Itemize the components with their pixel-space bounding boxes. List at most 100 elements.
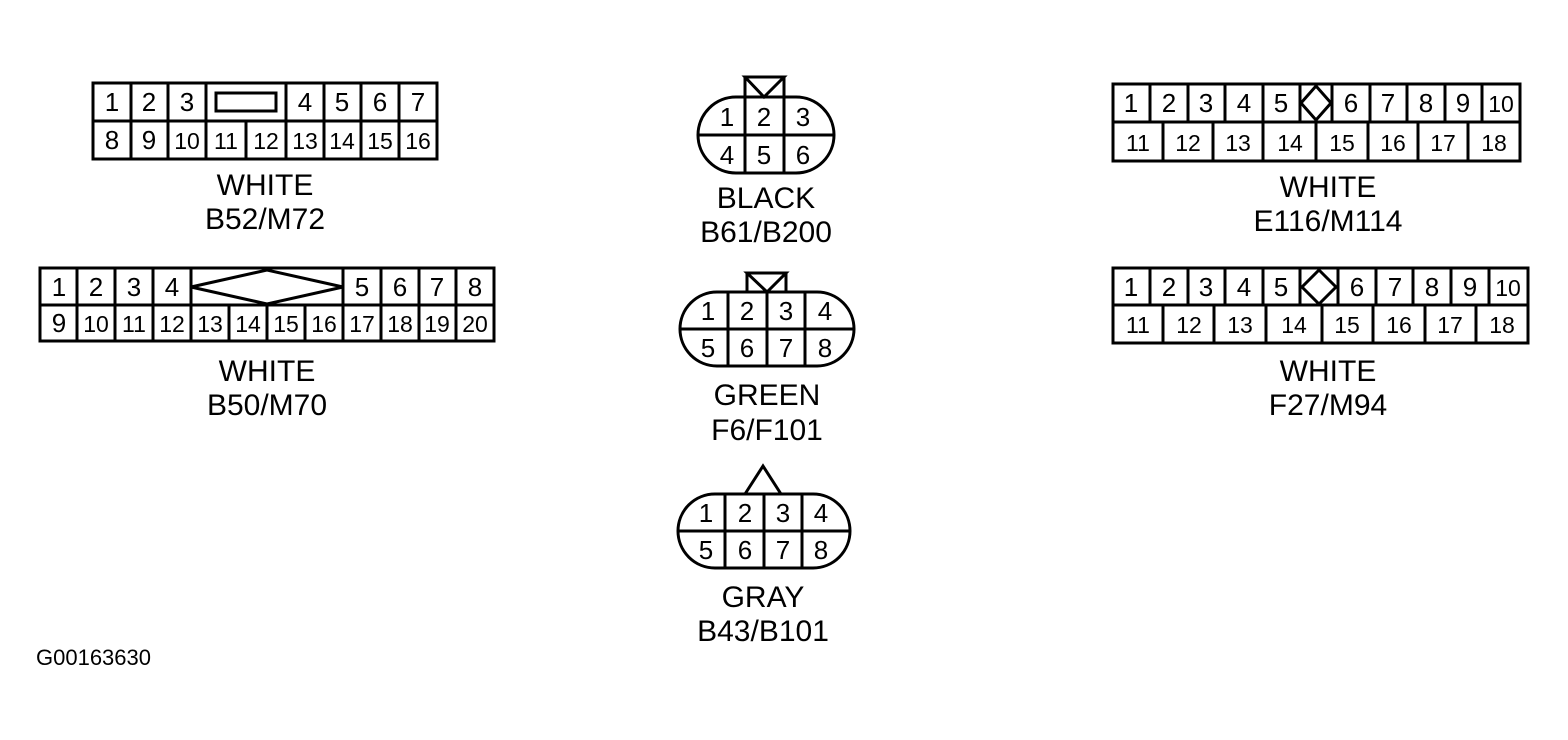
connector-color: GREEN xyxy=(714,379,821,412)
pin-label: 14 xyxy=(329,128,355,154)
pin-label: 7 xyxy=(430,272,444,302)
key-tab xyxy=(743,271,790,295)
pin-label: 13 xyxy=(197,311,223,337)
pin-label: 6 xyxy=(796,140,810,170)
pin-label: 2 xyxy=(738,498,752,528)
pin-label: 12 xyxy=(1175,130,1201,156)
pin-label: 18 xyxy=(1481,130,1507,156)
connector-b52-m72: 1 2 3 4 5 6 7 8 9 10 11 12 13 14 15 16 W… xyxy=(91,81,439,236)
pin-label: 10 xyxy=(174,128,200,154)
pin-label: 18 xyxy=(387,311,413,337)
pin-label: 17 xyxy=(1437,312,1463,338)
key-diamond xyxy=(1299,267,1339,307)
pin-label: 10 xyxy=(83,311,109,337)
pin-label: 17 xyxy=(1430,130,1456,156)
connector-color: WHITE xyxy=(1280,355,1377,388)
pin-label: 7 xyxy=(1388,272,1402,302)
pin-label: 5 xyxy=(1274,272,1288,302)
pin-label: 4 xyxy=(814,498,828,528)
pin-label: 2 xyxy=(89,272,103,302)
key-tab xyxy=(743,463,783,495)
connector-color: WHITE xyxy=(1280,171,1377,204)
pin-label: 4 xyxy=(720,140,734,170)
key-tab xyxy=(741,75,788,100)
pin-label: 8 xyxy=(1425,272,1439,302)
pin-label: 14 xyxy=(235,311,261,337)
key-diamond xyxy=(1298,83,1334,123)
pin-label: 15 xyxy=(1334,312,1360,338)
pin-label: 5 xyxy=(1274,88,1288,118)
pin-label: 1 xyxy=(699,498,713,528)
connector-b43-b101: 1 2 3 4 5 6 7 8 GRAY B43/B101 xyxy=(676,463,852,648)
connector-b50-m70: 1 2 3 4 5 6 7 8 9 10 11 12 13 14 15 16 1… xyxy=(38,266,496,422)
connector-color: WHITE xyxy=(217,169,314,202)
pin-label: 20 xyxy=(462,311,488,337)
pin-label: 2 xyxy=(757,102,771,132)
pin-label: 11 xyxy=(214,128,238,154)
pin-label: 5 xyxy=(699,535,713,565)
pin-label: 10 xyxy=(1488,91,1514,117)
pin-label: 8 xyxy=(814,535,828,565)
pin-label: 3 xyxy=(1199,272,1213,302)
connector-b61-b200: 1 2 3 4 5 6 BLACK B61/B200 xyxy=(696,75,836,249)
pin-label: 15 xyxy=(273,311,299,337)
pin-label: 16 xyxy=(1380,130,1406,156)
connector-color: WHITE xyxy=(219,355,316,388)
pin-label: 4 xyxy=(818,296,832,326)
pin-label: 3 xyxy=(127,272,141,302)
pin-label: 6 xyxy=(393,272,407,302)
pin-label: 12 xyxy=(1176,312,1202,338)
pin-label: 2 xyxy=(740,296,754,326)
connector-code: B43/B101 xyxy=(697,615,829,648)
pin-label: 9 xyxy=(142,125,156,155)
pin-label: 5 xyxy=(355,272,369,302)
pin-label: 3 xyxy=(1199,88,1213,118)
connector-code: E116/M114 xyxy=(1254,205,1403,238)
pin-label: 9 xyxy=(1463,272,1477,302)
pin-label: 3 xyxy=(776,498,790,528)
connector-code: B50/M70 xyxy=(207,389,327,422)
pin-label: 3 xyxy=(796,102,810,132)
pin-label: 6 xyxy=(1344,88,1358,118)
pin-label: 4 xyxy=(1237,272,1251,302)
connector-code: B52/M72 xyxy=(205,203,325,236)
pin-label: 7 xyxy=(779,333,793,363)
connector-code: F6/F101 xyxy=(711,414,823,447)
pin-label: 6 xyxy=(738,535,752,565)
connector-code: F27/M94 xyxy=(1269,389,1387,422)
pin-label: 15 xyxy=(1329,130,1355,156)
pin-label: 1 xyxy=(1124,272,1138,302)
pin-label: 16 xyxy=(405,128,431,154)
pin-label: 7 xyxy=(411,87,425,117)
pin-label: 5 xyxy=(701,333,715,363)
pin-label: 9 xyxy=(52,308,66,338)
pin-label: 19 xyxy=(424,311,450,337)
pin-label: 1 xyxy=(720,102,734,132)
pin-label: 8 xyxy=(1419,88,1433,118)
pin-label: 5 xyxy=(757,140,771,170)
pin-label: 6 xyxy=(1350,272,1364,302)
pin-label: 11 xyxy=(1126,312,1150,338)
pin-label: 3 xyxy=(779,296,793,326)
pin-label: 16 xyxy=(1386,312,1412,338)
pin-label: 1 xyxy=(52,272,66,302)
connector-color: BLACK xyxy=(717,182,815,215)
connector-f27-m94: 1 2 3 4 5 6 7 8 9 10 11 12 13 14 15 16 1… xyxy=(1111,266,1530,422)
pin-label: 1 xyxy=(701,296,715,326)
connector-color: GRAY xyxy=(722,581,805,614)
key-diamond xyxy=(190,268,344,306)
pin-label: 7 xyxy=(776,535,790,565)
pin-label: 1 xyxy=(105,87,119,117)
connector-code: B61/B200 xyxy=(700,216,832,249)
pin-label: 6 xyxy=(740,333,754,363)
pin-label: 15 xyxy=(367,128,393,154)
connector-e116-m114: 1 2 3 4 5 6 7 8 9 10 11 12 13 14 15 16 1… xyxy=(1111,82,1522,238)
pin-label: 10 xyxy=(1495,275,1521,301)
pin-label: 11 xyxy=(122,311,146,337)
pin-label: 14 xyxy=(1281,312,1307,338)
pin-label: 8 xyxy=(105,125,119,155)
pin-label: 16 xyxy=(311,311,337,337)
pin-label: 2 xyxy=(1162,272,1176,302)
pin-label: 2 xyxy=(142,87,156,117)
